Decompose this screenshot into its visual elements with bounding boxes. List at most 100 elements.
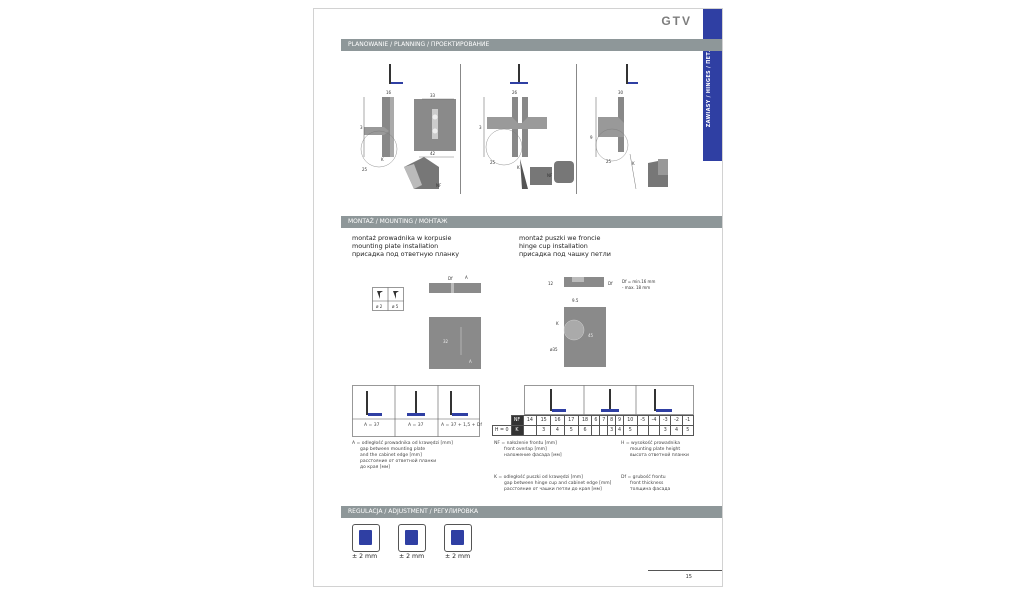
screw-label: ø 5 [392, 304, 399, 309]
dim-label: NF [547, 173, 553, 178]
nf-cell: 18 [577, 415, 593, 426]
planning-drawing-straight: 16 3 K 25 NF 33 42 [360, 64, 456, 189]
k-cell [522, 425, 538, 436]
dim-label: K [517, 165, 520, 170]
nf-cell: 6 [591, 415, 601, 426]
dim-12: 12 [548, 281, 554, 286]
legend-nf: наложение фасада [мм] [504, 453, 562, 458]
dim-label: 16 [386, 90, 392, 95]
mounting-left-pl: montaż prowadnika w korpusie [352, 234, 452, 242]
dim-label: 25 [490, 160, 496, 165]
dim-label: K [381, 157, 384, 162]
nf-cell: -1 [681, 415, 695, 426]
k-cell [599, 425, 609, 436]
nf-cell: 17 [563, 415, 579, 426]
hinge-cup-drawing: 12 Df Df = min.16 mm - max. 18 mm 9.5 K … [548, 277, 655, 367]
nf-k-table: NF 14 15 16 17 18 6 7 8 9 10 -5 -4 -3 -2… [492, 415, 695, 436]
k-cell [647, 425, 661, 436]
df-label: Df [608, 281, 613, 286]
k-row: H = 0 K 3 4 5 6 3 4 5 3 4 5 [492, 425, 695, 436]
k-cell: 4 [615, 425, 624, 436]
dim-label: 25 [362, 167, 368, 172]
dim-45: 45 [588, 333, 594, 338]
dim-label: 25 [606, 159, 612, 164]
divider [460, 64, 461, 194]
legend-a: расстояние от ответной планки [360, 459, 437, 464]
dim-label: 3 [479, 125, 482, 130]
legend-a: до края [мм] [360, 465, 391, 470]
nf-row: NF 14 15 16 17 18 6 7 8 9 10 -5 -4 -3 -2… [493, 415, 695, 426]
mounting-left-en: mounting plate installation [352, 242, 439, 250]
dim-32: 32 [443, 339, 449, 344]
dim-label: 9 [590, 135, 593, 140]
legend-nf: NF = nałożenie frontu [mm] [494, 441, 557, 446]
legend-a: gap between mounting plate [360, 447, 426, 452]
planning-drawing-half: 26 3 K NF 25 [479, 64, 574, 189]
legend-df: front thickness [630, 481, 664, 486]
dim-label: NF [436, 183, 442, 188]
k-cell: 5 [681, 425, 695, 436]
k-cell: 4 [670, 425, 683, 436]
dim-label: 42 [430, 151, 436, 156]
h-label: H = 0 [492, 425, 512, 436]
screw-diagram: ø 2 ø 5 [372, 287, 404, 311]
k-cell [636, 425, 649, 436]
df-label: Df [448, 276, 453, 281]
legend-k: расстояние от чашки петли до края [мм] [504, 487, 602, 492]
nf-cell: 15 [536, 415, 552, 426]
dim-k: K [556, 321, 559, 326]
df-note-max: - max. 18 mm [622, 285, 650, 290]
a-label: A [465, 275, 468, 280]
dim-label: 3 [360, 125, 363, 130]
dim-95: 9.5 [572, 298, 579, 303]
legend-h: H = wysokość prowadnika [621, 441, 680, 446]
brand-logo: GTV [661, 14, 692, 28]
adjust-depth-icon [398, 524, 426, 552]
mounting-right-pl: montaż puszki we froncie [519, 234, 601, 242]
nf-cell: 7 [599, 415, 609, 426]
k-cell [591, 425, 601, 436]
mounting-right-ru: присадка под чашку петли [519, 250, 611, 258]
k-cell: 3 [607, 425, 617, 436]
side-tab-label: ZAWIASY / HINGES / ПЕТЛИ [706, 43, 712, 128]
catalog-page: GTV ZAWIASY / HINGES / ПЕТЛИ PLANOWANIE … [313, 8, 723, 587]
mounting-plate-drawing: Df A 32 A [429, 275, 481, 369]
dim-label: 26 [512, 90, 518, 95]
adjust-value: ± 2 mm [445, 553, 471, 560]
nf-cell: 16 [550, 415, 565, 426]
nf-cell: 8 [607, 415, 617, 426]
legend-df: толщина фасада [630, 487, 671, 492]
dim-label: K [632, 161, 635, 166]
a-formula: A = 37 + 1,5 + Df [441, 423, 482, 428]
legend-h: высота ответной планки [630, 453, 689, 458]
divider [576, 64, 577, 194]
hinge-variants [524, 385, 694, 415]
footer-rule [648, 570, 722, 571]
legend-a: and the cabinet edge [mm] [360, 453, 422, 458]
k-header: K [510, 425, 524, 436]
mounting-plate-variants [352, 385, 480, 437]
adjust-height-icon [444, 524, 472, 552]
legend-a: A = odległość prowadnika od krawędzi [mm… [352, 441, 453, 446]
legend-h: mounting plate height [630, 447, 681, 452]
planning-drawing-inset: 30 9 25 K [590, 64, 668, 190]
nf-cell: -4 [647, 415, 661, 426]
legend-k: K = odległość puszki od krawędzi [mm] [494, 475, 583, 480]
side-tab: ZAWIASY / HINGES / ПЕТЛИ [703, 9, 722, 161]
k-cell: 4 [550, 425, 565, 436]
adjustment-header: REGULACJA / ADJUSTMENT / РЕГУЛИРОВКА [341, 506, 722, 518]
legend-nf: front overlap [mm] [504, 447, 547, 452]
nf-cell: 14 [522, 415, 538, 426]
a-label: A [469, 359, 472, 364]
planning-header: PLANOWANIE / PLANNING / ПРОЕКТИРОВАНИЕ [341, 39, 722, 51]
nf-cell: -5 [636, 415, 649, 426]
a-formula: A = 37 [408, 423, 424, 428]
k-cell: 3 [659, 425, 672, 436]
dim-35: ø35 [550, 347, 558, 352]
legend-df: Df = grubość frontu [621, 475, 666, 480]
mounting-left-ru: присадка под ответную планку [352, 250, 460, 258]
k-cell: 3 [536, 425, 552, 436]
dim-label: 30 [618, 90, 624, 95]
nf-cell: 10 [622, 415, 638, 426]
screw-label: ø 2 [376, 304, 383, 309]
